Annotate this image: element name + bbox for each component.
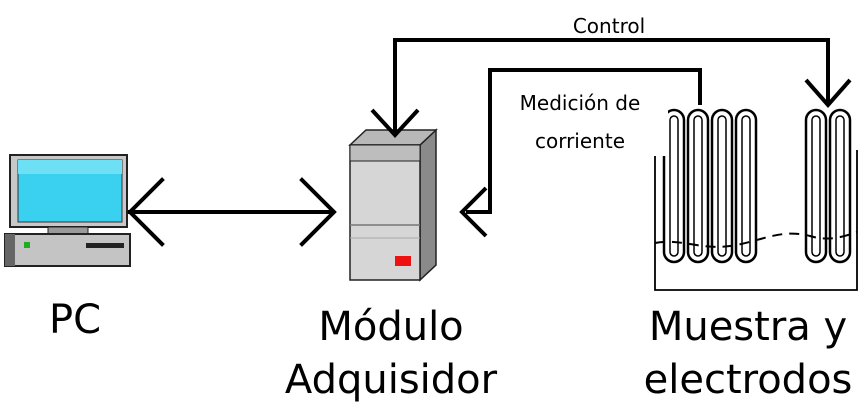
coil-electrode-1 [662, 108, 758, 264]
module-label-line2: Adquisidor [285, 357, 498, 403]
sample-beaker-icon [654, 150, 858, 291]
coil-electrode-2 [804, 108, 852, 264]
control-arrowhead-electrode [804, 78, 852, 109]
sample-label-line1: Muestra y [649, 304, 847, 350]
sample-label-line2: electrodos [644, 357, 853, 403]
current-label-backing [496, 86, 668, 156]
current-label-line1: Medición de [520, 91, 641, 115]
current-label-line2: corriente [535, 129, 625, 153]
control-arrowhead-module [370, 108, 420, 138]
pc-label: PC [49, 297, 101, 343]
pc-module-double-arrow [127, 177, 337, 247]
computer-icon [4, 154, 131, 267]
control-signal-line [393, 38, 830, 135]
current-signal-line [466, 68, 702, 214]
current-arrowhead [459, 186, 488, 238]
module-label-line1: Módulo [318, 304, 463, 350]
acquisition-module-icon [348, 128, 438, 282]
control-label: Control [573, 14, 645, 38]
